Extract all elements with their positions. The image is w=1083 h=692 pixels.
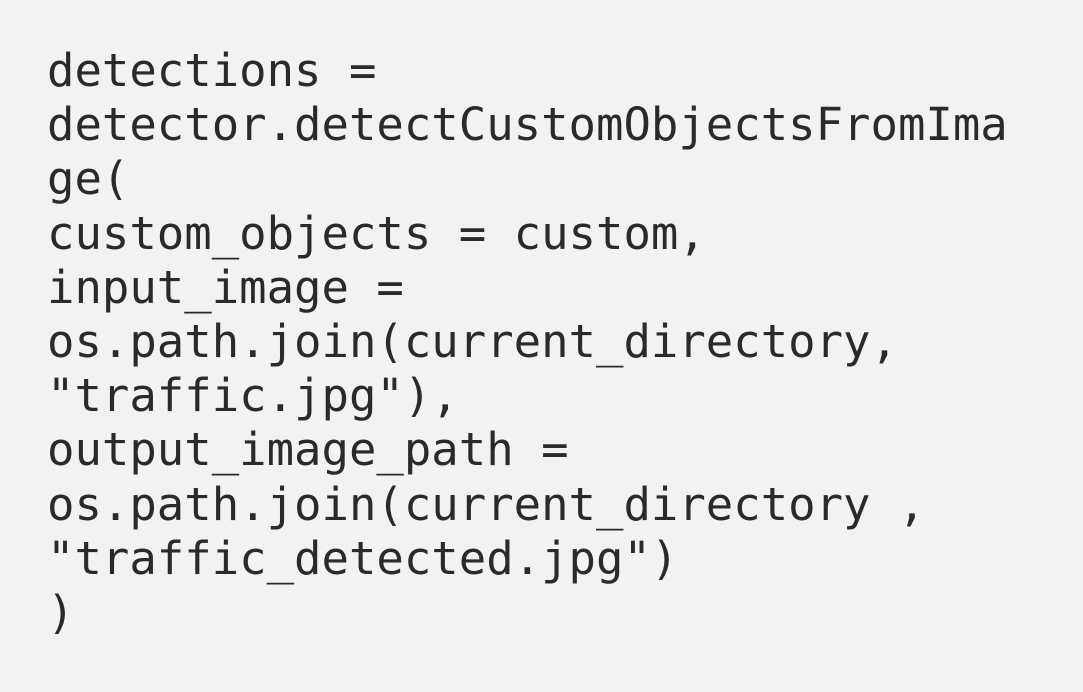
code-line: "traffic.jpg"), xyxy=(47,369,459,423)
code-line: os.path.join(current_directory, xyxy=(47,314,898,368)
code-line: ) xyxy=(47,585,75,639)
code-line: input_image = xyxy=(47,260,404,314)
code-line: custom_objects = custom, xyxy=(47,206,706,260)
code-snippet: detections =detector.detectCustomObjects… xyxy=(47,44,1008,640)
code-line: "traffic_detected.jpg") xyxy=(47,531,679,585)
code-line: detections = xyxy=(47,44,377,97)
code-line: ge( xyxy=(47,152,130,206)
code-line: os.path.join(current_directory , xyxy=(47,477,926,531)
code-line: output_image_path = xyxy=(47,423,569,477)
code-line: detector.detectCustomObjectsFromIma xyxy=(47,98,1008,152)
